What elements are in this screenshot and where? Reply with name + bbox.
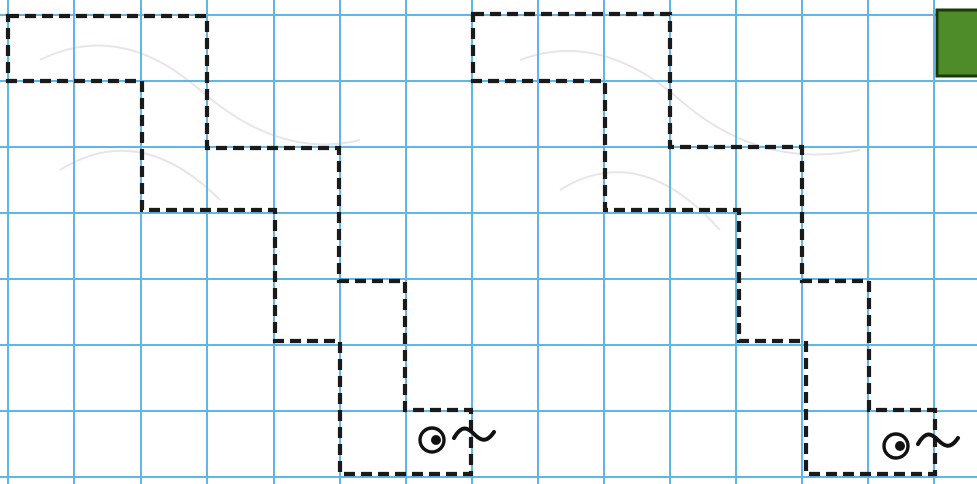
- green-sample-square: [937, 10, 977, 76]
- left-dashed-staircase: [8, 16, 471, 474]
- eye-squiggle-icon: [420, 428, 494, 452]
- right-dashed-staircase: [473, 14, 935, 474]
- eye-squiggle-icon: [884, 434, 958, 458]
